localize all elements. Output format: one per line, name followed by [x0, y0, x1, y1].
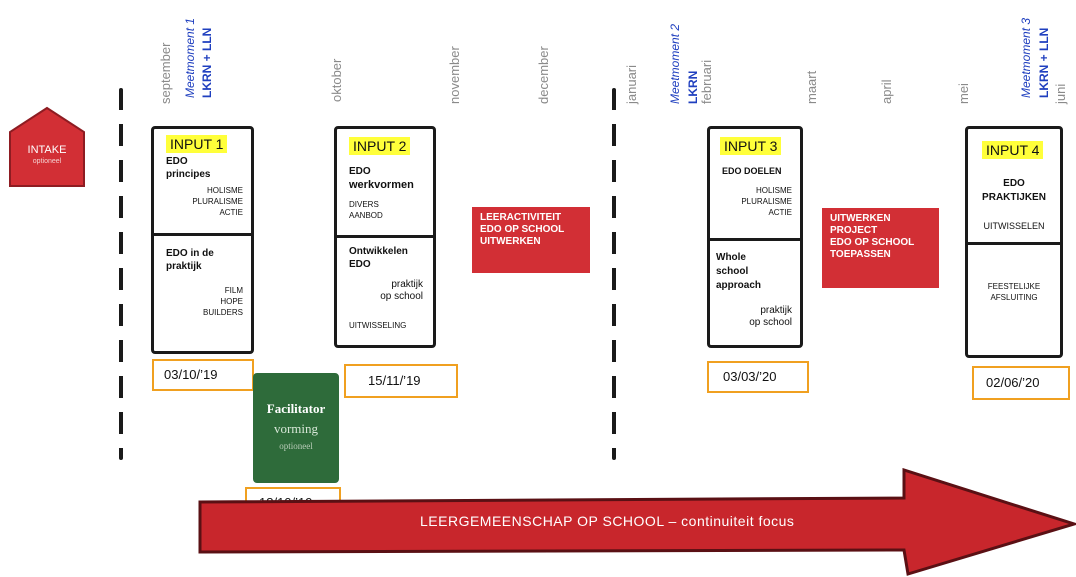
- facilitator-line-3: optioneel: [279, 441, 313, 451]
- input-1-date: 03/10/’19: [152, 359, 254, 391]
- timeline-dash-middle: [612, 88, 616, 460]
- input-1-bottom-heading-2: praktijk: [166, 261, 202, 272]
- red-box-2-line: EDO OP SCHOOL: [830, 237, 915, 248]
- meetmoment-2-title: Meetmoment 2: [668, 23, 682, 104]
- input-3-title: INPUT 3: [720, 137, 782, 155]
- meetmoment-3-participants: LKRN + LLN: [1037, 27, 1051, 98]
- month-juni: juni: [1053, 83, 1068, 104]
- input-4-heading-2: PRAKTIJKEN: [982, 192, 1046, 203]
- input-3-bottom-item: praktijk: [760, 305, 792, 316]
- input-2-heading-1: EDO: [349, 166, 371, 177]
- month-januari: januari: [624, 64, 639, 104]
- month-februari: februari: [699, 59, 714, 104]
- input-1-bottom-item: FILM: [224, 286, 243, 295]
- month-oktober: oktober: [329, 58, 344, 102]
- input-2-bottom-item: praktijk: [391, 279, 423, 290]
- input-3-item: ACTIE: [768, 208, 792, 217]
- input-1-heading-1: EDO: [166, 156, 188, 167]
- red-box-leeractiviteit: LEERACTIVITEIT EDO OP SCHOOL UITWERKEN: [472, 207, 590, 273]
- input-4-bottom-item: AFSLUITING: [990, 293, 1038, 302]
- continuity-arrow: [198, 468, 1076, 576]
- facilitator-line-2: vorming: [273, 421, 319, 436]
- red-box-1-line: UITWERKEN: [480, 236, 541, 247]
- intake-sub: optioneel: [32, 158, 62, 165]
- input-3-divider: [710, 238, 800, 241]
- input-2-divider: [337, 235, 433, 238]
- input-1-bottom-item: BUILDERS: [202, 308, 243, 317]
- input-3-bottom-heading-3: approach: [716, 280, 762, 291]
- input-2-bottom-heading-2: EDO: [349, 259, 371, 270]
- red-box-uitwerken: UITWERKEN PROJECT EDO OP SCHOOL TOEPASSE…: [822, 208, 939, 288]
- facilitator-box: Facilitator vorming optioneel: [253, 373, 339, 483]
- month-april: april: [879, 79, 894, 104]
- month-maart: maart: [804, 70, 819, 104]
- input-1-item: HOLISME: [206, 186, 243, 195]
- input-1-bottom-heading-1: EDO in de: [166, 248, 214, 259]
- meetmoment-3-title: Meetmoment 3: [1019, 17, 1033, 98]
- month-december: december: [536, 46, 551, 104]
- input-3-item: PLURALISME: [741, 197, 792, 206]
- input-4-bottom-item: FEESTELIJKE: [987, 282, 1041, 291]
- input-3-bottom-item: op school: [749, 317, 792, 328]
- input-1-title: INPUT 1: [166, 135, 228, 153]
- input-4-item: UITWISSELEN: [983, 221, 1045, 231]
- input-2-footer: UITWISSELING: [349, 321, 407, 330]
- input-1-item: PLURALISME: [192, 197, 243, 206]
- red-box-2-line: PROJECT: [830, 225, 878, 236]
- timeline-dash-left: [119, 88, 123, 460]
- input-2-heading-2: werkvormen: [349, 179, 414, 191]
- input-1-bottom-item: HOPE: [220, 297, 243, 306]
- red-box-2-line: TOEPASSEN: [830, 249, 891, 260]
- input-3-item: HOLISME: [755, 186, 792, 195]
- input-2-bottom-heading-1: Ontwikkelen: [349, 246, 408, 257]
- meetmoment-2-participants: LKRN: [686, 70, 700, 104]
- month-november: november: [447, 46, 462, 104]
- facilitator-line-1: Facilitator: [266, 401, 326, 416]
- red-box-2-line: UITWERKEN: [830, 213, 891, 224]
- input-2-item: AANBOD: [349, 211, 383, 220]
- intake-house: INTAKE optioneel: [8, 106, 86, 188]
- input-2-item: DIVERS: [349, 200, 379, 209]
- input-2-card: INPUT 2 EDO werkvormen DIVERS AANBOD Ont…: [334, 126, 436, 348]
- input-3-card: INPUT 3 EDO DOELEN HOLISME PLURALISME AC…: [707, 126, 803, 348]
- input-3-date: 03/03/’20: [707, 361, 809, 393]
- arrow-label: LEERGEMEENSCHAP OP SCHOOL – continuiteit…: [420, 513, 795, 529]
- input-3-bottom-heading-1: Whole: [716, 252, 746, 263]
- input-3-bottom-heading-2: school: [716, 266, 749, 277]
- input-4-card: INPUT 4 EDO PRAKTIJKEN UITWISSELEN FEEST…: [965, 126, 1063, 358]
- input-1-divider: [154, 233, 251, 236]
- input-4-date: 02/06/’20: [972, 366, 1070, 400]
- red-box-1-line: LEERACTIVITEIT: [480, 212, 562, 223]
- input-1-heading-2: principes: [166, 169, 211, 180]
- meetmoment-1-participants: LKRN + LLN: [200, 27, 214, 98]
- input-2-date: 15/11/’19: [344, 364, 458, 398]
- month-mei: mei: [956, 83, 971, 104]
- input-4-title: INPUT 4: [982, 141, 1044, 159]
- input-2-title: INPUT 2: [349, 137, 411, 155]
- house-icon: [9, 106, 85, 187]
- meetmoment-1-title: Meetmoment 1: [183, 17, 197, 98]
- input-3-heading-1: EDO DOELEN: [722, 166, 782, 176]
- red-box-1-line: EDO OP SCHOOL: [480, 224, 565, 235]
- intake-label: INTAKE: [27, 144, 67, 156]
- input-1-item: ACTIE: [219, 208, 243, 217]
- input-4-heading-1: EDO: [1003, 178, 1025, 189]
- month-september: september: [158, 42, 173, 104]
- input-1-card: INPUT 1 EDO principes HOLISME PLURALISME…: [151, 126, 254, 354]
- input-2-bottom-item: op school: [380, 291, 423, 302]
- input-4-divider: [968, 242, 1060, 245]
